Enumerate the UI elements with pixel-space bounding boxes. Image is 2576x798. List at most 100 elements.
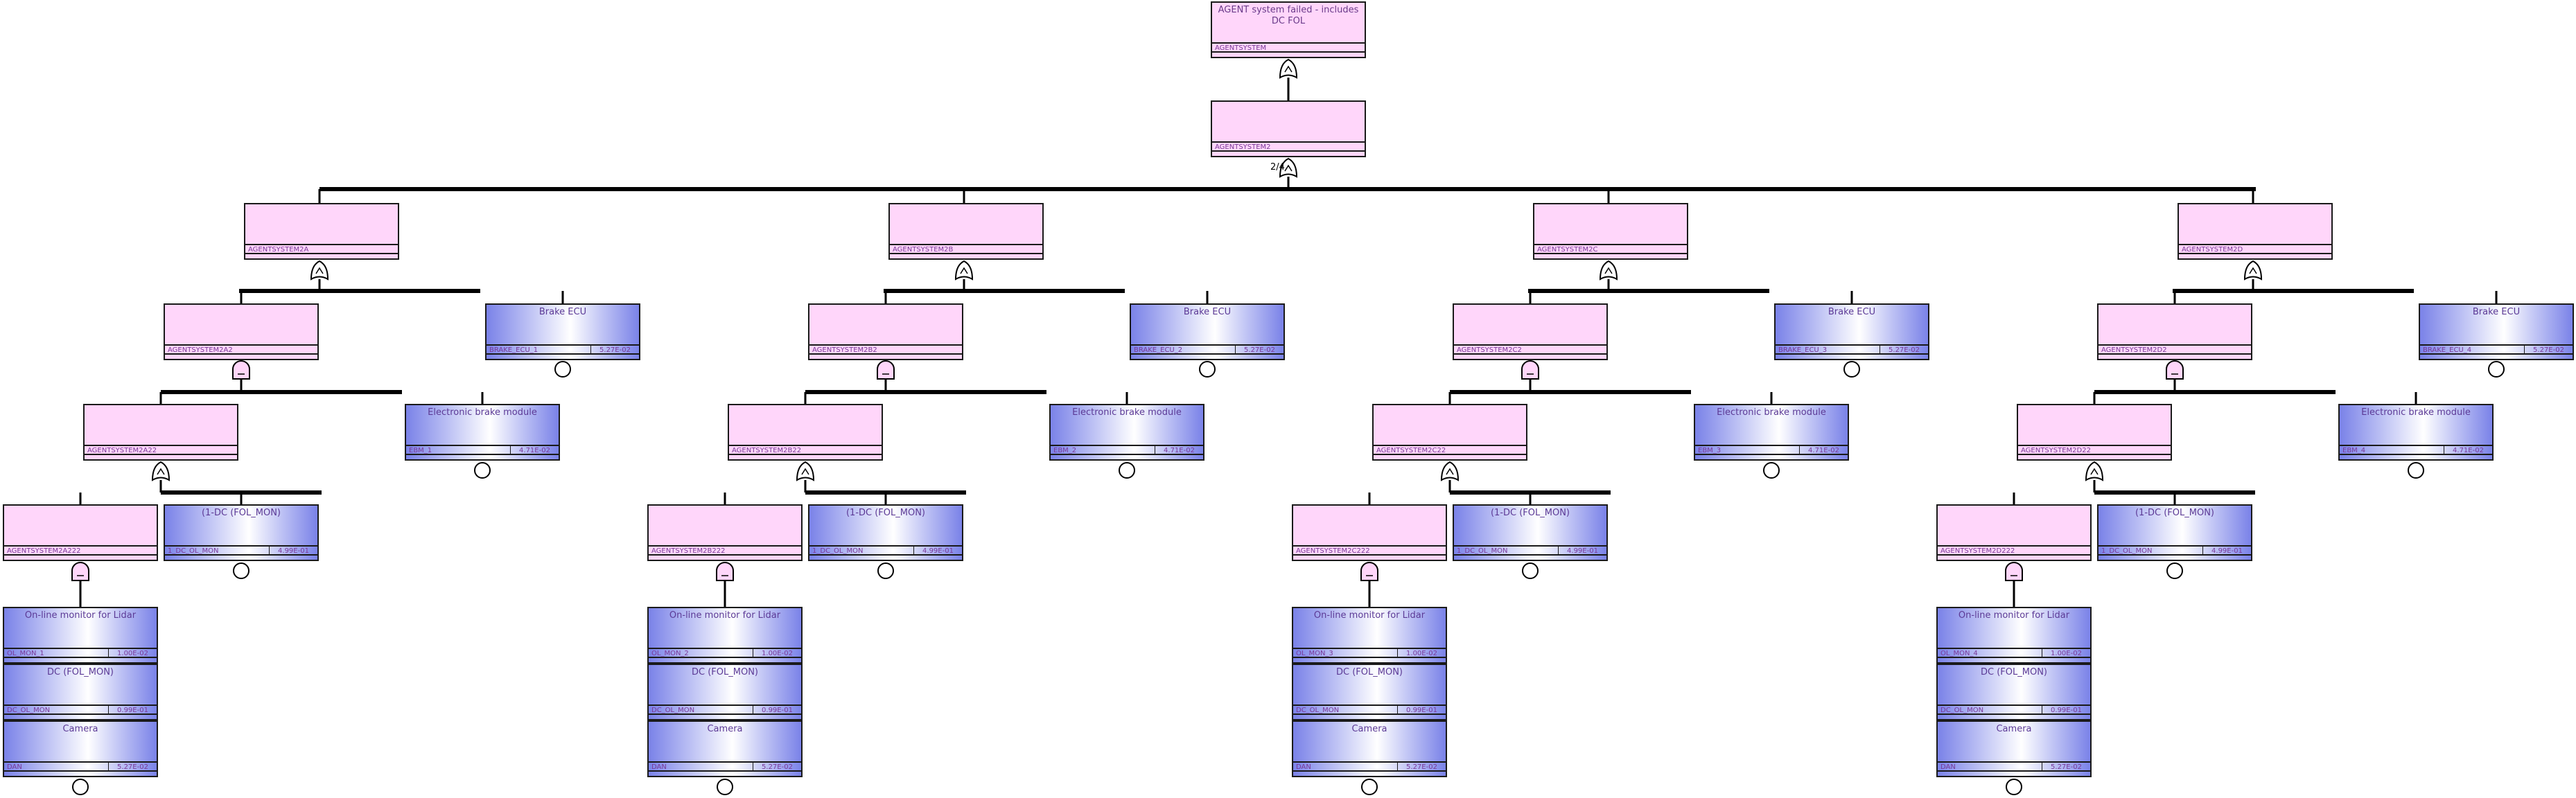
gate-node[interactable]: AGENTSYSTEM2C222 (1292, 504, 1447, 561)
basic-event-circle-icon (233, 562, 249, 579)
node-probability: 1.00E-02 (753, 649, 801, 657)
node-probability: 5.27E-02 (108, 763, 157, 771)
voting-gate-icon: 2/4 (1270, 157, 1298, 178)
or-gate-icon (151, 461, 170, 481)
basic-event-circle-icon (1199, 361, 1216, 378)
or-gate-icon (1279, 58, 1298, 79)
node-description: AGENT system failed - includes DC FOL (1218, 5, 1359, 26)
node-description (2099, 305, 2251, 343)
node-description (1293, 506, 1446, 544)
and-gate-icon (877, 360, 895, 380)
node-description (729, 405, 882, 443)
basic-event-circle-icon (1763, 462, 1780, 479)
node-probability: 5.27E-02 (753, 763, 801, 771)
node-id-row: AGENTSYSTEM2C22 (1374, 445, 1526, 455)
gate-node[interactable]: AGENTSYSTEM2B (888, 203, 1044, 260)
node-id-row: AGENTSYSTEM2D222 (1938, 545, 2090, 556)
gate-node[interactable]: AGENTSYSTEM2D2 (2097, 303, 2252, 360)
and-gate-icon (71, 562, 89, 581)
gate-node[interactable]: AGENTSYSTEM2D22 (2017, 404, 2172, 461)
node-description: Electronic brake module (1072, 407, 1182, 418)
or-gate-icon (1599, 260, 1618, 281)
node-id: OL_MON_2 (651, 650, 689, 657)
basic-event-circle-icon (2166, 562, 2183, 579)
node-probability: 5.27E-02 (1397, 763, 1446, 771)
and-gate-icon (2166, 360, 2184, 380)
gate-node[interactable]: AGENTSYSTEM2C2 (1453, 303, 1608, 360)
node-probability: 4.71E-02 (510, 446, 559, 454)
gate-node[interactable]: AGENTSYSTEM2C22 (1372, 404, 1527, 461)
or-gate-icon (2085, 461, 2104, 481)
gate-node[interactable]: AGENTSYSTEM2C (1533, 203, 1688, 260)
voting-gate-label: 2/4 (1270, 162, 1285, 172)
node-description: Camera (1351, 724, 1387, 734)
gate-node[interactable]: AGENTSYSTEM2A22 (83, 404, 238, 461)
node-probability: 1.00E-02 (1397, 649, 1446, 657)
node-id: EBM_2 (1053, 447, 1077, 454)
node-id: AGENTSYSTEM2A22 (87, 447, 157, 454)
gate-node[interactable]: AGENTSYSTEM2B22 (728, 404, 883, 461)
node-probability: 4.71E-02 (1799, 446, 1848, 454)
gate-node[interactable]: AGENTSYSTEM2A222 (3, 504, 158, 561)
node-id: 1_DC_OL_MON (2101, 547, 2153, 555)
node-id: BRAKE_ECU_2 (1134, 346, 1183, 354)
gate-node[interactable]: AGENTSYSTEM2B2 (808, 303, 963, 360)
node-id-row: OL_MON_3 1.00E-02 (1293, 648, 1446, 658)
gate-node[interactable]: AGENTSYSTEM2A (244, 203, 399, 260)
gate-node[interactable]: AGENTSYSTEM2A2 (164, 303, 319, 360)
node-description (1374, 405, 1526, 443)
gate-node[interactable]: AGENTSYSTEM2B222 (647, 504, 803, 561)
node-id: AGENTSYSTEM2D222 (1940, 547, 2015, 555)
node-id: AGENTSYSTEM2C (1537, 246, 1598, 254)
node-id: BRAKE_ECU_1 (489, 346, 538, 354)
basic-event-circle-icon (1361, 779, 1378, 795)
basic-event-circle-icon (72, 779, 89, 795)
node-id-row: AGENTSYSTEM2B22 (729, 445, 882, 455)
basic-event-circle-icon (2488, 361, 2505, 378)
node-description: On-line monitor for Lidar (669, 610, 781, 621)
node-description: (1-DC (FOL_MON) (845, 508, 926, 518)
node-description: Camera (1996, 724, 2032, 734)
node-id-row: AGENTSYSTEM2A (245, 244, 398, 254)
gate-node[interactable]: AGENTSYSTEM2D222 (1936, 504, 2092, 561)
and-gate-icon (1360, 562, 1378, 581)
node-probability: 5.27E-02 (1235, 346, 1283, 354)
gate-node[interactable]: AGENTSYSTEM2 (1211, 100, 1366, 157)
node-id: OL_MON_3 (1296, 650, 1333, 657)
gate-node[interactable]: AGENTSYSTEM2D (2178, 203, 2333, 260)
node-id: AGENTSYSTEM2B (893, 246, 954, 254)
node-description (890, 204, 1042, 242)
